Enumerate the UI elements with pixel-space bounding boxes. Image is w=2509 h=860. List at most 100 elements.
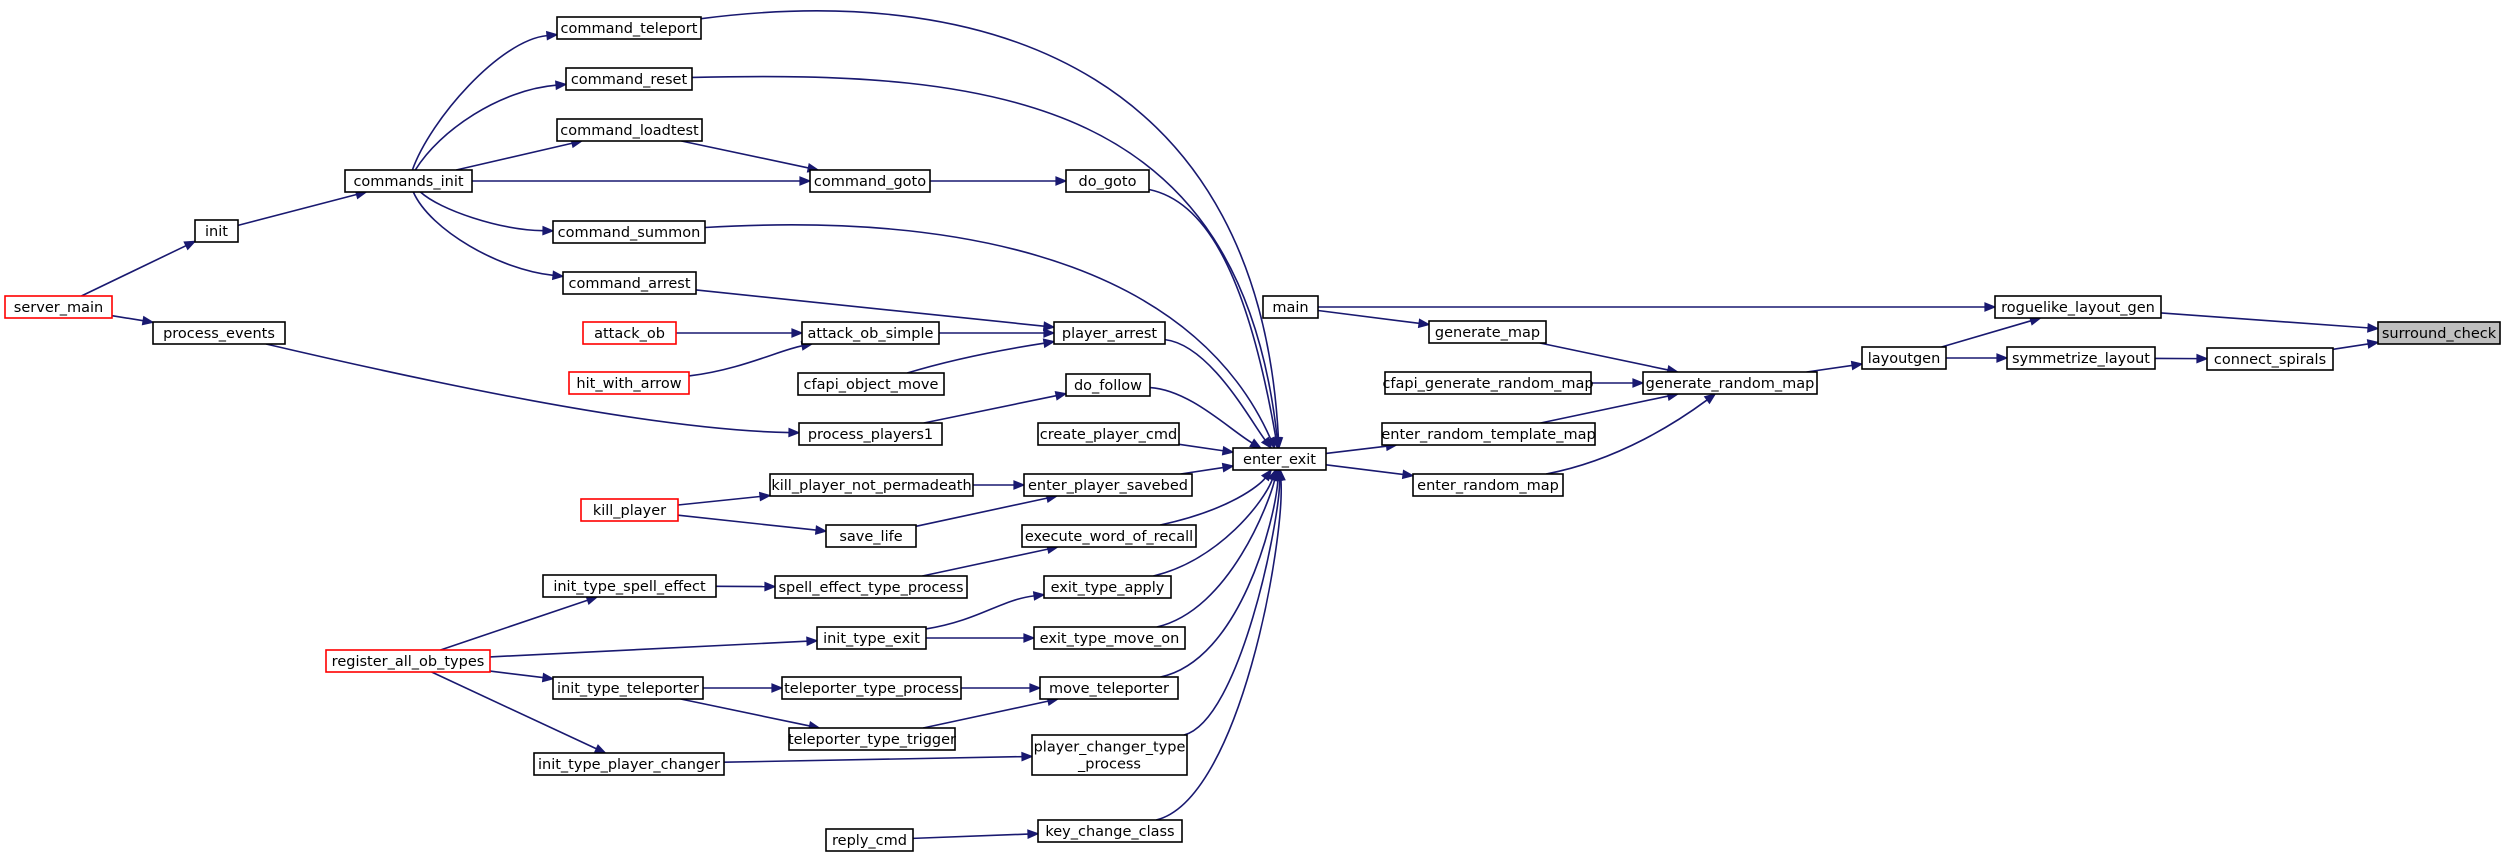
node-box: [1861, 346, 1947, 370]
node-kill_player_not_permadeath[interactable]: kill_player_not_permadeath: [769, 473, 974, 497]
node-cfapi_object_move[interactable]: cfapi_object_move: [797, 372, 945, 396]
node-attack_ob_simple[interactable]: attack_ob_simple: [801, 321, 940, 345]
node-label: layoutgen: [1868, 351, 1941, 367]
node-save_life[interactable]: save_life: [825, 524, 917, 548]
node-generate_random_map[interactable]: generate_random_map: [1642, 371, 1818, 395]
node-key_change_class[interactable]: key_change_class: [1037, 819, 1183, 843]
edge-line: [922, 700, 1049, 729]
node-command_loadtest[interactable]: command_loadtest: [556, 118, 703, 142]
node-player_arrest[interactable]: player_arrest: [1053, 321, 1166, 345]
node-command_arrest[interactable]: command_arrest: [562, 271, 697, 295]
node-connect_spirals[interactable]: connect_spirals: [2206, 347, 2334, 371]
node-cfapi_generate_random_map[interactable]: cfapi_generate_random_map: [1382, 371, 1594, 395]
node-box: [1262, 295, 1319, 319]
node-reply_cmd[interactable]: reply_cmd: [825, 828, 914, 852]
node-enter_random_template_map[interactable]: enter_random_template_map: [1381, 422, 1596, 446]
node-teleporter_type_process[interactable]: teleporter_type_process: [781, 676, 962, 700]
edge-register_all_ob_types-to-init_type_exit: [489, 636, 819, 658]
arrowhead: [764, 581, 777, 592]
edge-line: [81, 244, 187, 297]
node-box: [2377, 321, 2501, 345]
node-attack_ob[interactable]: attack_ob: [582, 321, 677, 345]
arrowhead: [2366, 339, 2380, 349]
arrowhead: [1055, 176, 1068, 186]
node-process_events[interactable]: process_events: [152, 321, 286, 345]
node-execute_word_of_recall[interactable]: execute_word_of_recall: [1021, 524, 1197, 548]
node-box: [542, 574, 717, 598]
edge-do_follow-to-enter_exit: [1149, 386, 1263, 449]
edge-register_all_ob_types-to-init_type_spell_effect: [440, 595, 599, 651]
node-commands_init[interactable]: commands_init: [344, 169, 473, 193]
node-init_type_spell_effect[interactable]: init_type_spell_effect: [542, 574, 717, 598]
node-command_reset[interactable]: command_reset: [565, 67, 693, 91]
node-enter_random_map[interactable]: enter_random_map: [1412, 473, 1564, 497]
edge-line: [680, 698, 810, 727]
node-label: enter_random_map: [1417, 478, 1559, 494]
edge-line: [1180, 466, 1224, 475]
node-label: server_main: [14, 300, 103, 316]
node-kill_player[interactable]: kill_player: [580, 498, 679, 522]
node-process_players1[interactable]: process_players1: [798, 422, 943, 446]
node-generate_map[interactable]: generate_map: [1428, 320, 1547, 344]
arrowhead: [1703, 393, 1717, 405]
node-create_player_cmd[interactable]: create_player_cmd: [1037, 422, 1180, 446]
arrowhead: [1984, 302, 1997, 312]
node-do_follow[interactable]: do_follow: [1065, 373, 1151, 397]
node-init_type_exit[interactable]: init_type_exit: [816, 626, 927, 650]
node-roguelike_layout_gen[interactable]: roguelike_layout_gen: [1994, 295, 2162, 319]
node-hit_with_arrow[interactable]: hit_with_arrow: [568, 371, 690, 395]
node-label: do_follow: [1074, 378, 1142, 394]
edge-roguelike_layout_gen-to-surround_check: [2160, 312, 2380, 333]
node-layoutgen[interactable]: layoutgen: [1861, 346, 1947, 370]
node-exit_type_apply[interactable]: exit_type_apply: [1043, 575, 1172, 599]
node-exit_type_move_on[interactable]: exit_type_move_on: [1033, 626, 1186, 650]
node-move_teleporter[interactable]: move_teleporter: [1039, 676, 1179, 700]
edge-kill_player-to-kill_player_not_permadeath: [677, 491, 772, 506]
node-box: [801, 321, 940, 345]
node-box: [325, 649, 491, 673]
edge-line: [414, 84, 557, 171]
node-enter_player_savebed[interactable]: enter_player_savebed: [1023, 473, 1193, 497]
node-label: command_summon: [558, 225, 701, 241]
node-teleporter_type_trigger[interactable]: teleporter_type_trigger: [788, 727, 956, 751]
edge-enter_exit-to-enter_random_map: [1325, 464, 1415, 480]
edge-line: [411, 34, 548, 171]
node-player_changer_type_process[interactable]: player_changer_type_process: [1031, 734, 1188, 776]
node-enter_exit[interactable]: enter_exit: [1232, 447, 1327, 471]
edge-server_main-to-process_events: [111, 314, 155, 326]
arrowhead: [1276, 468, 1286, 481]
arrowhead: [1042, 321, 1056, 331]
node-label: attack_ob: [594, 326, 665, 342]
edge-line: [1545, 399, 1708, 475]
node-box: [556, 118, 703, 142]
node-spell_effect_type_process[interactable]: spell_effect_type_process: [774, 575, 968, 599]
node-box: [580, 498, 679, 522]
arrowhead: [1996, 353, 2009, 363]
edge-kill_player_not_permadeath-to-enter_player_savebed: [973, 480, 1026, 490]
node-do_goto[interactable]: do_goto: [1065, 169, 1150, 193]
node-init_type_teleporter[interactable]: init_type_teleporter: [552, 676, 704, 700]
node-symmetrize_layout[interactable]: symmetrize_layout: [2006, 346, 2156, 370]
node-main[interactable]: main: [1262, 295, 1319, 319]
edge-line: [691, 75, 1278, 439]
edge-line: [1156, 479, 1276, 628]
arrowhead: [1042, 338, 1056, 349]
node-command_teleport[interactable]: command_teleport: [556, 16, 702, 40]
node-box: [781, 676, 962, 700]
node-server_main[interactable]: server_main: [4, 295, 113, 319]
node-box: [194, 219, 239, 243]
node-command_summon[interactable]: command_summon: [552, 220, 706, 244]
edge-line: [1149, 386, 1253, 444]
node-command_goto[interactable]: command_goto: [809, 169, 931, 193]
node-box: [797, 372, 945, 396]
node-init_type_player_changer[interactable]: init_type_player_changer: [533, 752, 725, 776]
arrowhead: [542, 225, 555, 236]
node-init[interactable]: init: [194, 219, 239, 243]
edge-line: [237, 193, 357, 227]
edge-line: [915, 497, 1048, 528]
node-box: [1039, 676, 1179, 700]
arrowhead: [545, 30, 559, 41]
node-register_all_ob_types[interactable]: register_all_ob_types: [325, 649, 491, 673]
edge-line: [1160, 479, 1279, 678]
